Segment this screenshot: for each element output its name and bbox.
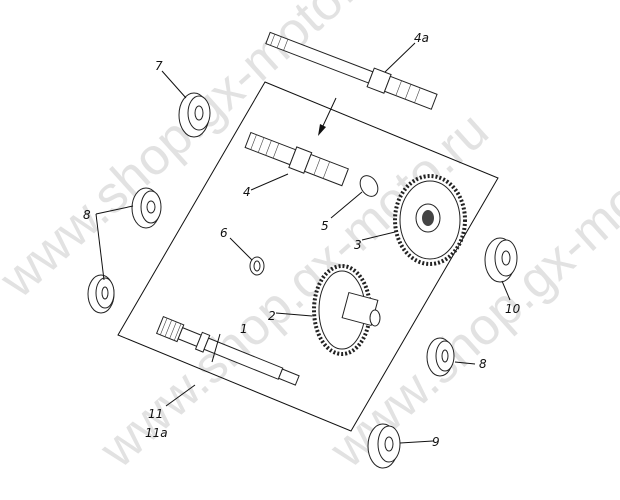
watermark: www.shop.gx-moto.ru www.shop.gx-moto.ru …: [0, 0, 620, 480]
bearing-9: [367, 423, 401, 469]
label-1: 1: [240, 322, 248, 336]
gear-3: [393, 174, 467, 266]
shaft-4: [244, 131, 349, 187]
label-4: 4: [243, 185, 251, 199]
label-11a: 11a: [145, 426, 168, 440]
circlip-5: [359, 175, 379, 197]
assembly-frame: [117, 81, 499, 432]
bearing-8-right: [426, 337, 455, 377]
arrow-head: [318, 124, 326, 136]
label-11: 11: [148, 407, 163, 421]
bearing-8-lower: [87, 274, 115, 314]
washer-6-hole: [253, 260, 261, 272]
label-3: 3: [354, 238, 362, 252]
label-7: 7: [155, 59, 163, 73]
shaft-1: [155, 316, 300, 386]
bearing-10: [484, 237, 518, 283]
gear-2: [312, 264, 381, 356]
label-6: 6: [220, 226, 228, 240]
label-10: 10: [505, 302, 521, 316]
arrow: [321, 97, 337, 129]
label-2: 2: [268, 309, 276, 323]
bearing-8-upper: [131, 187, 162, 229]
label-8-left: 8: [83, 208, 91, 222]
bearing-7: [178, 92, 211, 138]
label-9: 9: [432, 435, 440, 449]
label-8-right: 8: [479, 357, 487, 371]
label-5: 5: [321, 219, 329, 233]
leader-lines: [95, 42, 511, 444]
shaft-4a: [265, 31, 438, 110]
label-4a: 4a: [414, 31, 429, 45]
